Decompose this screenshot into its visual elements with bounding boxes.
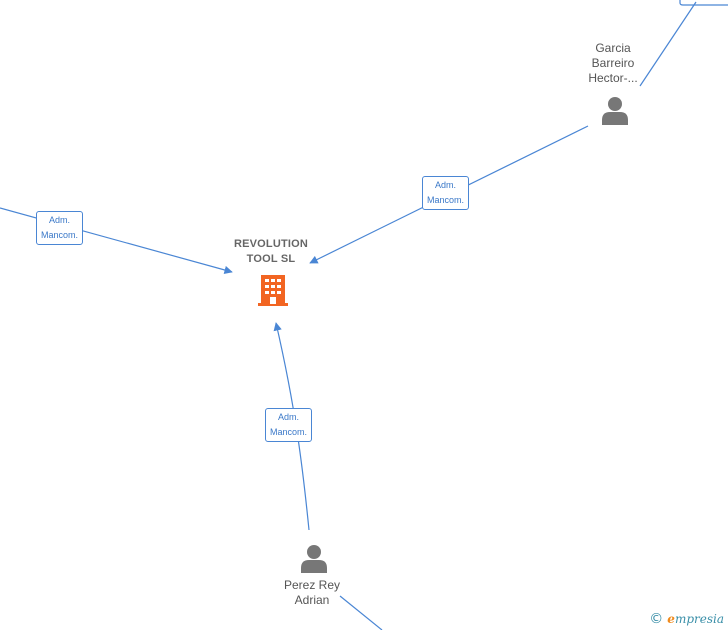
edge-label-top-right[interactable]: Adm. Mancom.: [422, 176, 470, 210]
edge-role-line1: Adm.: [435, 180, 457, 190]
edge-role-line1: Adm.: [49, 215, 71, 225]
edge-role-line2: Mancom.: [41, 230, 79, 240]
empresia-watermark: © empresia: [649, 611, 724, 627]
person-name-line1: Garcia: [595, 41, 631, 55]
brand-rest: mpresia: [674, 612, 724, 626]
edge-label-left[interactable]: Adm. Mancom.: [36, 211, 84, 245]
brand-logo: empresia: [667, 612, 724, 626]
edge-role-line2: Mancom.: [270, 427, 308, 437]
edge-line-offscreen-bottom: [339, 595, 383, 630]
edge-role-line2: Mancom.: [427, 195, 465, 205]
offscreen-box-corner: [679, 0, 728, 6]
company-name-line2: TOOL SL: [246, 253, 296, 265]
edge-line-offscreen-top: [639, 1, 697, 87]
edge-line-left: [0, 207, 233, 275]
person-name-perez[interactable]: Perez Rey Adrian: [272, 578, 352, 608]
edge-role-line1: Adm.: [278, 412, 300, 422]
person-name-line1: Perez Rey: [283, 578, 341, 592]
person-icon[interactable]: [299, 543, 329, 573]
company-name[interactable]: REVOLUTION TOOL SL: [222, 237, 320, 267]
person-icon[interactable]: [600, 95, 630, 125]
person-name-garcia[interactable]: Garcia Barreiro Hector-...: [573, 41, 653, 86]
person-name-line3: Hector-...: [588, 71, 638, 85]
copyright-symbol: ©: [649, 611, 664, 627]
person-name-line2: Adrian: [294, 593, 330, 607]
brand-initial: e: [667, 612, 675, 626]
person-name-line2: Barreiro: [591, 56, 635, 70]
edge-label-bottom[interactable]: Adm. Mancom.: [265, 408, 313, 442]
building-icon[interactable]: [256, 273, 290, 307]
company-name-line1: REVOLUTION: [233, 238, 309, 250]
